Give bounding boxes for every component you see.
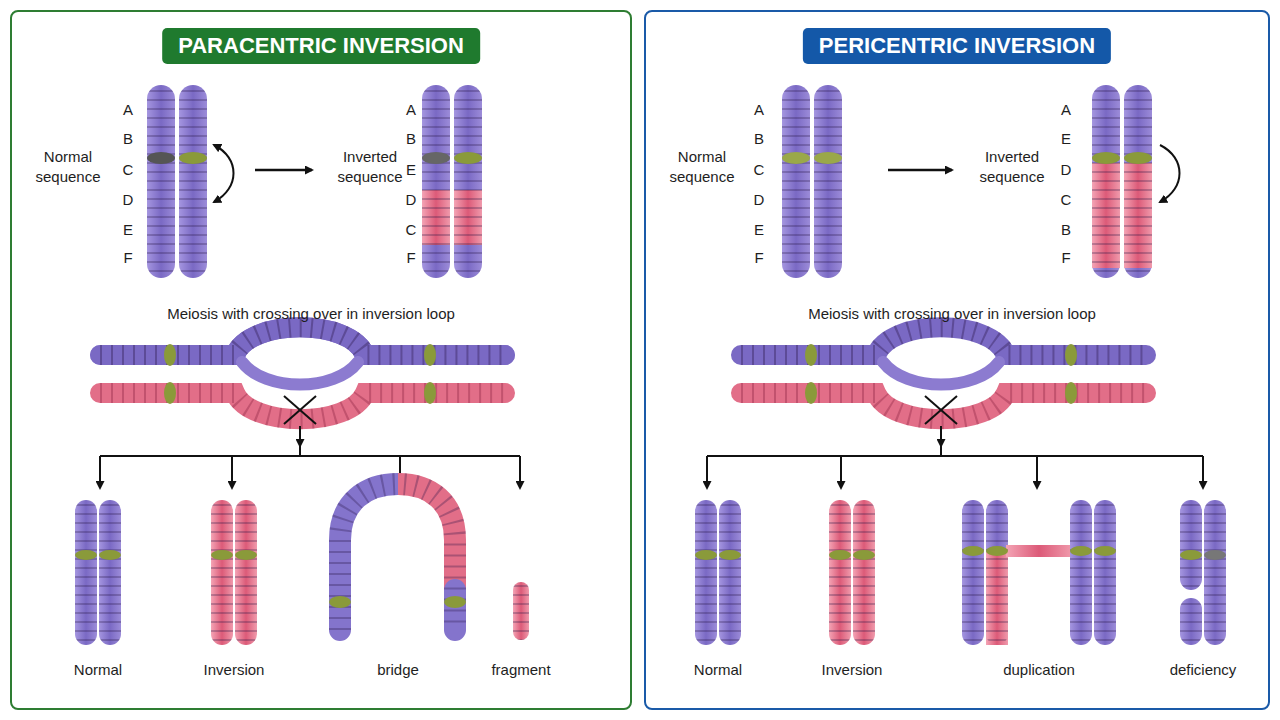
rotation-arrow: [1160, 145, 1180, 202]
gene-letter: B: [406, 129, 416, 149]
gene-letter: A: [123, 100, 133, 120]
normal-chromosome: [782, 85, 842, 278]
gene-letter: A: [406, 100, 416, 120]
inversion-loop: [100, 327, 520, 488]
gene-letter: F: [1061, 248, 1070, 268]
gene-letter: A: [754, 100, 764, 120]
sequence-label: Normal sequence: [659, 147, 745, 186]
duplication-product: [962, 500, 1116, 645]
inversion-loop: [707, 327, 1203, 488]
arrow: [888, 169, 952, 172]
normal-chromosome: [147, 85, 207, 278]
sequence-label: Normal sequence: [25, 147, 111, 186]
gene-letter: F: [406, 248, 415, 268]
gene-letter: E: [406, 160, 416, 180]
gene-letter: F: [123, 248, 132, 268]
dicentric-bridge: [329, 484, 466, 630]
gene-letter: C: [406, 220, 417, 240]
gene-letter: F: [754, 248, 763, 268]
section-label: Meiosis with crossing over in inversion …: [167, 304, 455, 324]
gene-letter: B: [1061, 220, 1071, 240]
sequence-label: Inverted sequence: [327, 147, 413, 186]
product-label: duplication: [1003, 660, 1075, 680]
panel: PERICENTRIC INVERSION: [644, 10, 1270, 710]
product-label: Inversion: [822, 660, 883, 680]
normal-product: [695, 500, 741, 645]
panel-heading: PARACENTRIC INVERSION: [162, 28, 480, 64]
normal-product: [75, 500, 121, 645]
gene-letter: B: [123, 129, 133, 149]
gene-letter: D: [754, 190, 765, 210]
panel: PARACENTRIC INVERSION: [10, 10, 632, 710]
product-label: fragment: [491, 660, 550, 680]
deficiency-product: [1180, 500, 1226, 645]
sequence-label: Inverted sequence: [969, 147, 1055, 186]
gene-letter: E: [754, 220, 764, 240]
product-label: bridge: [377, 660, 419, 680]
gene-letter: B: [754, 129, 764, 149]
gene-letter: A: [1061, 100, 1071, 120]
gene-letter: D: [1061, 160, 1072, 180]
rotation-arrow: [214, 145, 234, 202]
acentric-fragment: [513, 582, 529, 640]
inversion-product: [829, 500, 875, 645]
gene-letter: E: [1061, 129, 1071, 149]
gene-letter: D: [123, 190, 134, 210]
product-label: Normal: [694, 660, 742, 680]
inverted-chromosome: [422, 85, 482, 278]
panel-heading: PERICENTRIC INVERSION: [803, 28, 1111, 64]
arrow: [255, 169, 312, 172]
section-label: Meiosis with crossing over in inversion …: [808, 304, 1096, 324]
inverted-chromosome: [1092, 85, 1152, 278]
gene-letter: C: [1061, 190, 1072, 210]
gene-letter: D: [406, 190, 417, 210]
gene-letter: E: [123, 220, 133, 240]
gene-letter: C: [123, 160, 134, 180]
product-label: Inversion: [204, 660, 265, 680]
gene-letter: C: [754, 160, 765, 180]
product-label: deficiency: [1170, 660, 1237, 680]
inversion-product: [211, 500, 257, 645]
product-label: Normal: [74, 660, 122, 680]
